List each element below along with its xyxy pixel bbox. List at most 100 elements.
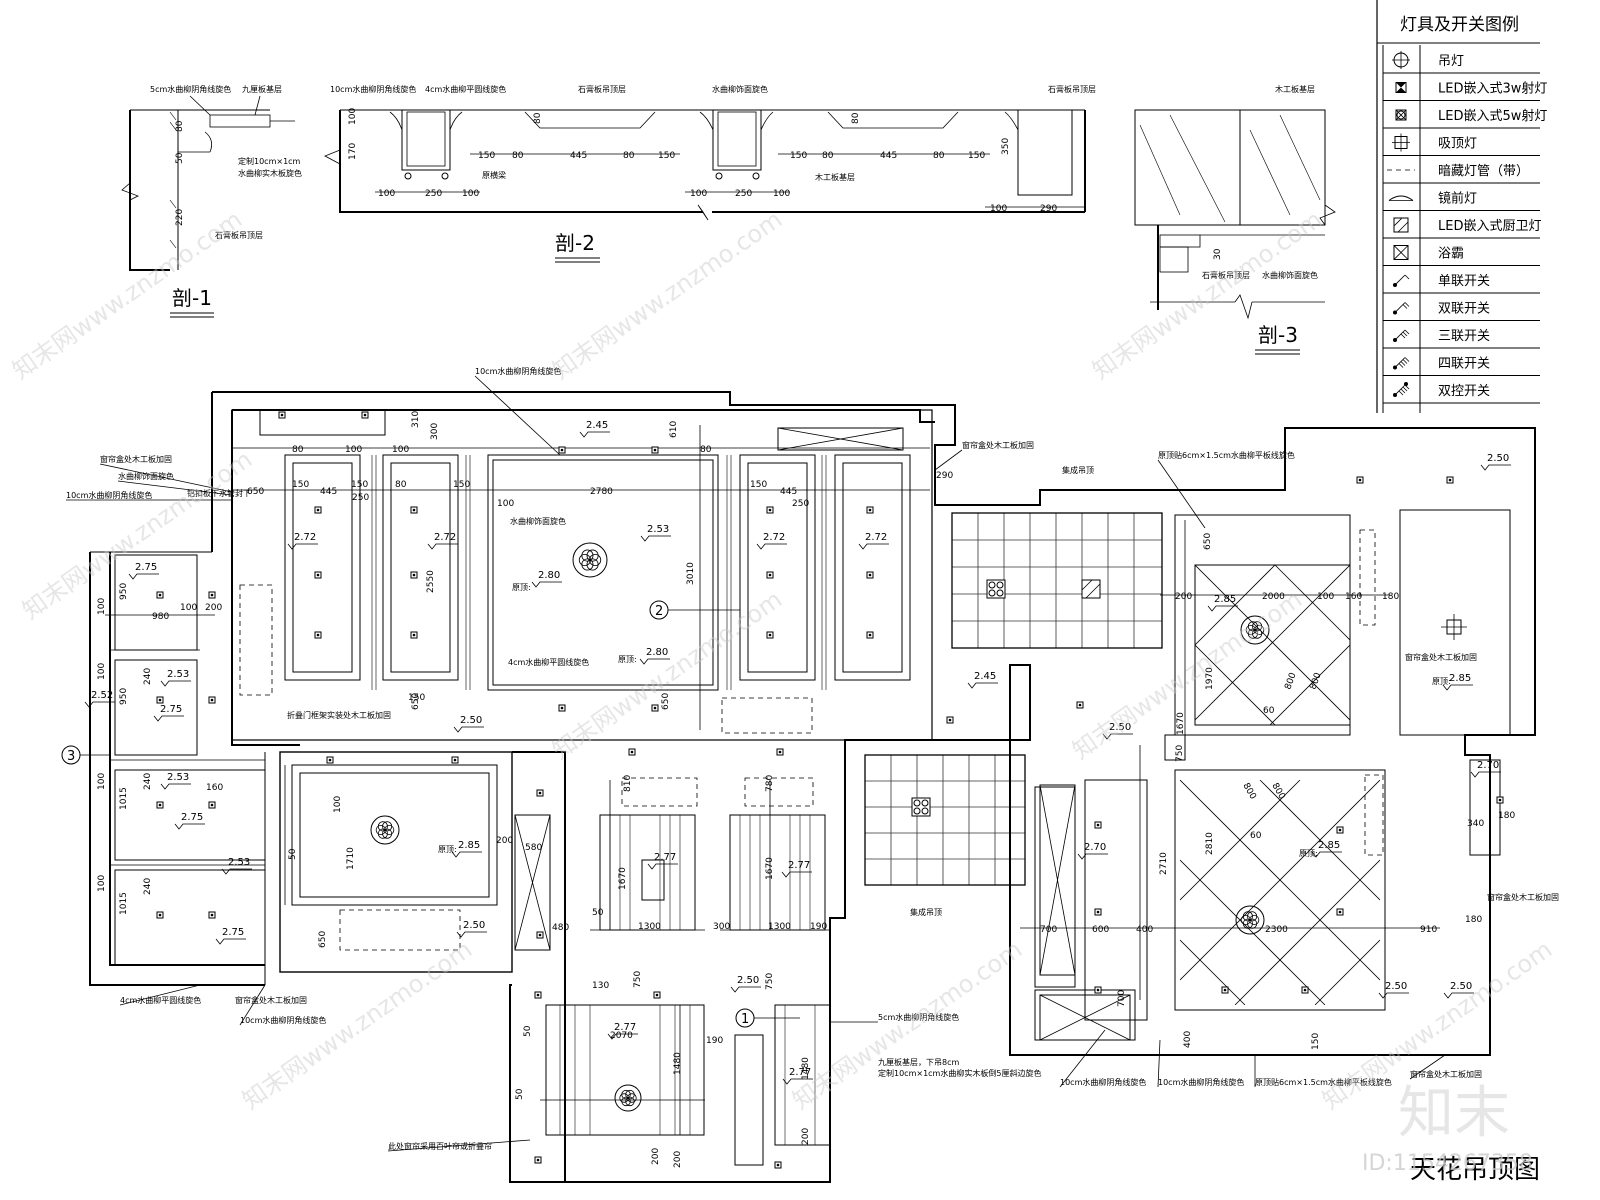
led-recessed-5w-spot-icon bbox=[1496, 796, 1504, 804]
led-recessed-5w-spot-icon bbox=[766, 631, 774, 639]
led-recessed-5w-spot-icon bbox=[536, 931, 544, 939]
s2-dim: 445 bbox=[880, 151, 897, 161]
s1-note: 九厘板基层 bbox=[242, 84, 282, 94]
pendant-lamp-icon bbox=[1235, 905, 1265, 935]
s1-note: 石膏板吊顶层 bbox=[215, 230, 263, 240]
dim-text: 1480 bbox=[673, 1052, 683, 1075]
led-recessed-5w-spot-icon bbox=[866, 631, 874, 639]
level-value: 2.70 bbox=[1084, 842, 1106, 853]
dim-text: 650 bbox=[1203, 533, 1213, 550]
dim-text: 240 bbox=[143, 878, 153, 895]
level-value: 2.72 bbox=[294, 532, 316, 543]
legend-row: 双联开关 bbox=[1383, 302, 1540, 321]
led-recessed-5w-spot-icon bbox=[314, 571, 322, 579]
dim-text: 650 bbox=[411, 693, 421, 710]
callout-note: 折叠门框架实装处木工板加固 bbox=[287, 710, 391, 720]
pendant-lamp-icon bbox=[1240, 615, 1270, 645]
s2-dim: 100 bbox=[690, 189, 707, 199]
bath-heater-icon bbox=[1393, 245, 1409, 260]
callout-note: 铝扣板下水管封下 bbox=[187, 488, 251, 498]
dim-text: 400 bbox=[1183, 1031, 1193, 1048]
watermark-text: 知末网www.znzmo.com bbox=[1087, 205, 1327, 385]
dim-text: 700 bbox=[1117, 990, 1127, 1007]
dim-text: 300 bbox=[430, 423, 440, 440]
dim-text: 1670 bbox=[618, 867, 628, 890]
level-tag: 2.72 bbox=[756, 532, 787, 550]
two-way-switch-icon bbox=[1393, 382, 1410, 397]
dim-text: 2780 bbox=[590, 487, 613, 497]
led-recessed-5w-spot-icon bbox=[1356, 476, 1364, 484]
level-tag: 2.52 bbox=[84, 690, 115, 708]
dim-text: 1480 bbox=[801, 1057, 811, 1080]
level-value: 2.77 bbox=[788, 860, 810, 871]
led-recessed-5w-spot-icon bbox=[156, 801, 164, 809]
legend-row: 双控开关 bbox=[1383, 382, 1540, 404]
led-recessed-5w-spot-icon bbox=[651, 704, 659, 712]
level-tag: 2.50 bbox=[1378, 981, 1409, 999]
callout-note: 原顶: bbox=[1299, 849, 1318, 858]
callout-note: 原顶贴6cm×1.5cm水曲柳平板线旋色 bbox=[1255, 1077, 1392, 1087]
led-recessed-5w-spot-icon bbox=[766, 571, 774, 579]
s2-note: 石膏板吊顶层 bbox=[578, 84, 626, 94]
dim-text: 1970 bbox=[1205, 667, 1215, 690]
led-recessed-5w-spot-icon bbox=[410, 571, 418, 579]
led-recessed-5w-spot-icon bbox=[766, 506, 774, 514]
level-value: 2.85 bbox=[1214, 594, 1236, 605]
led-recessed-5w-spot-icon bbox=[1336, 826, 1344, 834]
s2-dim: 80 bbox=[512, 151, 524, 161]
level-tag: 2.72 bbox=[287, 532, 318, 550]
vent-box bbox=[1164, 734, 1186, 761]
section-1-title: 剖-1 bbox=[172, 286, 212, 310]
legend-label: LED嵌入式厨卫灯 bbox=[1438, 219, 1541, 234]
level-value: 2.45 bbox=[586, 420, 608, 431]
level-value: 2.77 bbox=[654, 852, 676, 863]
callout-note: 10cm水曲柳阴角线旋色 bbox=[1158, 1077, 1244, 1087]
dim-text: 445 bbox=[320, 487, 337, 497]
legend-label: 吊灯 bbox=[1438, 54, 1464, 69]
callout-note: 水曲柳饰面旋色 bbox=[118, 471, 174, 481]
watermark-logo: 知末 bbox=[1398, 1081, 1510, 1146]
bath-heater-icon bbox=[986, 579, 1006, 599]
level-tag: 2.80 bbox=[639, 647, 670, 665]
s2-dim: 100 bbox=[462, 189, 479, 199]
s2-dim: 80 bbox=[851, 112, 861, 124]
dim-text: 60 bbox=[1250, 831, 1262, 841]
level-value: 2.85 bbox=[1449, 673, 1471, 684]
dim-text: 2070 bbox=[610, 1031, 633, 1041]
legend-row: 镜前灯 bbox=[1383, 191, 1540, 211]
dim-text: 100 bbox=[333, 796, 343, 813]
level-value: 2.85 bbox=[458, 840, 480, 851]
level-tag: 2.53 bbox=[160, 772, 191, 790]
s2-dim: 250 bbox=[735, 189, 752, 199]
dim-text: 910 bbox=[1420, 925, 1437, 935]
callout-note: 原顶: bbox=[512, 583, 531, 592]
level-value: 2.80 bbox=[538, 570, 560, 581]
led-kitchen-bath-lamp-icon bbox=[1081, 579, 1101, 599]
quad-switch-icon bbox=[1393, 357, 1410, 370]
dim-text: 650 bbox=[661, 693, 671, 710]
dim-text: 200 bbox=[205, 603, 222, 613]
s2-dim: 100 bbox=[990, 204, 1007, 214]
s1-dim: 50 bbox=[175, 152, 185, 164]
led-recessed-5w-spot-icon bbox=[208, 696, 216, 704]
led-recessed-5w-spot-icon bbox=[628, 748, 636, 756]
dim-text: 290 bbox=[936, 471, 953, 481]
level-tag: 2.85 bbox=[1442, 673, 1473, 691]
dim-text: 190 bbox=[706, 1036, 723, 1046]
dim-text: 100 bbox=[497, 499, 514, 509]
s2-dim: 100 bbox=[378, 189, 395, 199]
s2-dim: 290 bbox=[1040, 204, 1057, 214]
s2-dim: 250 bbox=[425, 189, 442, 199]
dim-text: 610 bbox=[669, 421, 679, 438]
callout-note: 窗帘盒处木工板加固 bbox=[962, 440, 1034, 450]
level-tag: 2.45 bbox=[967, 671, 998, 689]
watermark-text: 知末网www.znzmo.com bbox=[237, 935, 477, 1115]
legend-label: LED嵌入式5w射灯 bbox=[1438, 108, 1547, 124]
s1-note: 定制10cm×1cm bbox=[238, 156, 301, 166]
level-tag: 2.85 bbox=[1311, 840, 1342, 858]
dim-text: 150 bbox=[351, 480, 368, 490]
dim-text: 160 bbox=[206, 783, 223, 793]
dim-text: 400 bbox=[1136, 925, 1153, 935]
led-recessed-5w-spot-icon bbox=[314, 631, 322, 639]
vent-box bbox=[641, 859, 665, 901]
